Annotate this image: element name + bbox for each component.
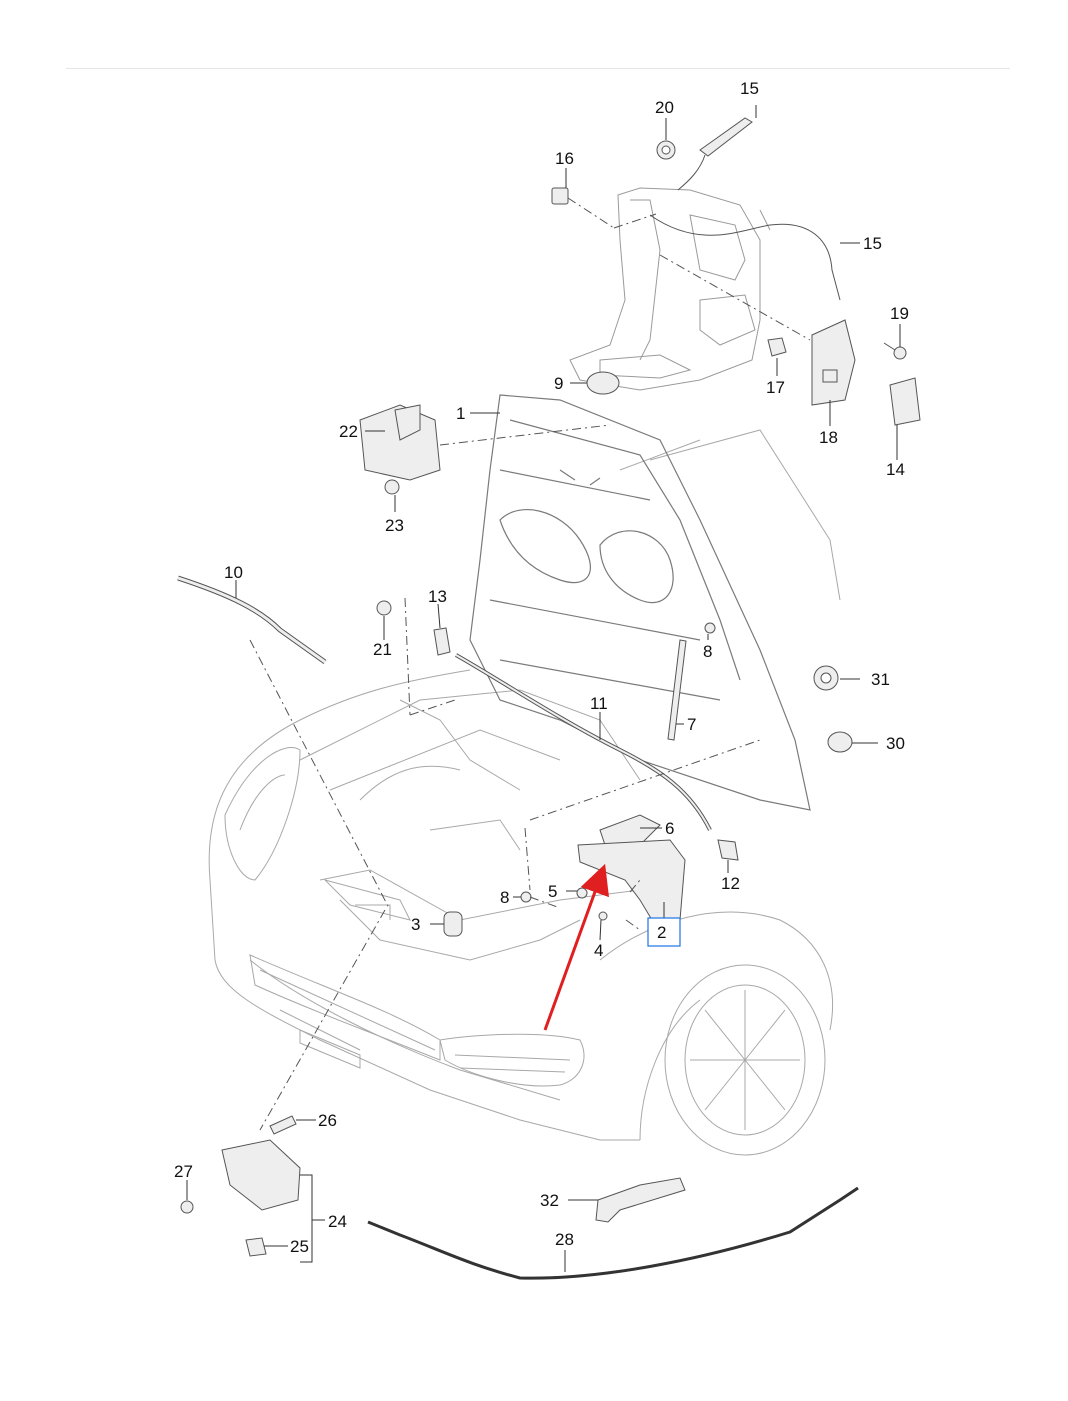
callout-22: 22 xyxy=(339,422,358,441)
callout-15-top: 15 xyxy=(740,79,759,98)
callout-17: 17 xyxy=(766,378,785,397)
callout-20: 20 xyxy=(655,98,674,117)
callout-13: 13 xyxy=(428,587,447,606)
callout-32: 32 xyxy=(540,1191,559,1210)
callout-9: 9 xyxy=(554,374,563,393)
top-divider xyxy=(66,68,1010,69)
callout-12: 12 xyxy=(721,874,740,893)
callout-6: 3 xyxy=(411,915,420,934)
red-pointer-arrow xyxy=(543,863,610,1031)
callout-4: 5 xyxy=(548,882,557,901)
callout-10: 10 xyxy=(224,563,243,582)
callout-15-right: 15 xyxy=(863,234,882,253)
callout-16: 16 xyxy=(555,149,574,168)
callout-25: 25 xyxy=(290,1237,309,1256)
callout-11: 11 xyxy=(590,694,608,713)
callout-8-upper: 8 xyxy=(703,642,712,661)
callout-2: 2 xyxy=(657,923,666,942)
leader-lines xyxy=(186,105,901,1272)
body-panel-drawing xyxy=(569,187,771,391)
callout-26: 26 xyxy=(318,1111,337,1130)
callout-14: 14 xyxy=(886,460,905,479)
vehicle-outline-drawing xyxy=(208,429,841,1156)
alignment-dash-lines xyxy=(249,197,811,1131)
callout-28: 28 xyxy=(555,1230,574,1249)
callout-labels: 15 20 16 15 19 17 18 14 9 1 22 23 10 21 … xyxy=(174,79,909,1256)
part-shapes xyxy=(177,117,921,1280)
highlighted-callout-2[interactable]: 2 xyxy=(647,917,681,947)
hood-drawing xyxy=(469,394,811,811)
callout-21: 21 xyxy=(373,640,392,659)
callout-19: 19 xyxy=(890,304,909,323)
callout-8-lower: 8 xyxy=(500,888,509,907)
callout-24: 24 xyxy=(328,1212,347,1231)
callout-7: 7 xyxy=(687,715,696,734)
callout-31: 31 xyxy=(871,670,890,689)
callout-1: 1 xyxy=(456,404,465,423)
callout-5: 6 xyxy=(665,819,674,838)
callout-18: 18 xyxy=(819,428,838,447)
callout-23: 23 xyxy=(385,516,404,535)
callout-3: 4 xyxy=(594,941,603,960)
callout-30: 30 xyxy=(886,734,905,753)
callout-27: 27 xyxy=(174,1162,193,1181)
